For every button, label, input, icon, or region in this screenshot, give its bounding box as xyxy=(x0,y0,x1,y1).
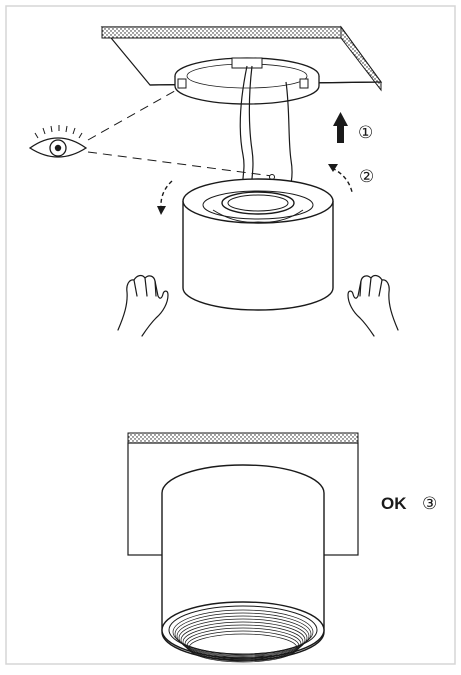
eye-icon xyxy=(28,125,88,158)
luminaire-cylinder xyxy=(182,178,334,311)
mounted-luminaire xyxy=(161,464,325,663)
step-1-2-illustration: ① ② xyxy=(28,25,399,337)
step-1-marker: ① xyxy=(358,123,373,143)
mounting-plate xyxy=(174,57,320,105)
ok-label: OK xyxy=(381,494,407,513)
rotate-arrow-left-icon xyxy=(157,180,173,215)
sight-lines xyxy=(87,87,273,177)
rotate-arrow-icon xyxy=(328,164,353,193)
hand-right-icon xyxy=(347,274,399,337)
step-3-illustration: OK ③ xyxy=(127,432,437,663)
reflector-rings xyxy=(172,609,314,663)
step-2-marker: ② xyxy=(359,167,374,187)
page-frame xyxy=(5,5,456,665)
ceiling-strip xyxy=(127,432,359,444)
step-3-marker: ③ xyxy=(422,494,437,514)
up-arrow-icon xyxy=(333,112,348,143)
hand-icon xyxy=(117,274,169,337)
